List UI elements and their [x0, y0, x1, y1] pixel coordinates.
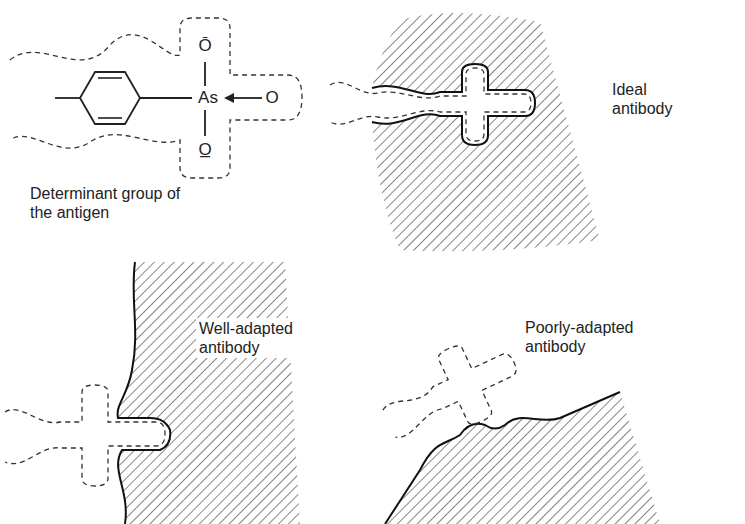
bond: [204, 110, 206, 136]
atom-symbol: O̲: [197, 140, 212, 160]
antibody-label: Poorly-adapted antibody: [525, 318, 653, 356]
antigen-outline: [371, 326, 531, 457]
atom-symbol: Ō: [197, 36, 212, 56]
atom-symbol: As: [197, 88, 219, 108]
poorly-adapted-antibody-site: [385, 392, 620, 524]
ideal-antibody-body: [372, 13, 600, 251]
benzene-ring: [80, 72, 140, 124]
dative-bond: [232, 97, 262, 99]
ideal-antibody-site: [372, 64, 535, 145]
antigen-outline: [5, 385, 165, 486]
antigen-outline: [330, 68, 531, 141]
antigen-outline: [10, 18, 302, 178]
bond: [204, 62, 206, 86]
antibody-label: Ideal antibody: [612, 80, 686, 118]
bond: [140, 97, 192, 99]
antibody-label: Well-adapted antibody: [196, 318, 314, 358]
arrowhead: [224, 93, 234, 103]
poorly-adapted-antibody-body: [385, 392, 660, 524]
bond: [55, 97, 80, 99]
antigen-caption: Determinant group of the antigen: [30, 184, 202, 222]
atom-symbol: O: [264, 88, 279, 108]
double-bond: [98, 77, 122, 79]
well-adapted-antibody-site: [118, 262, 171, 524]
double-bond: [98, 117, 122, 119]
well-adapted-antibody-body: [118, 262, 300, 524]
